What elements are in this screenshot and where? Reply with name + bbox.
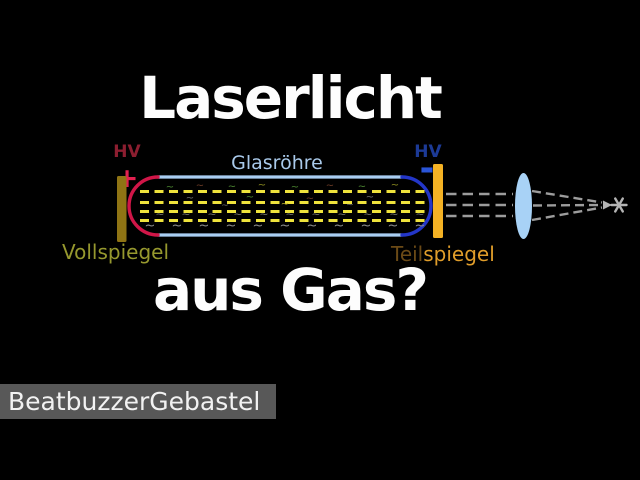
gas-particle-symbol: ~ <box>415 208 424 221</box>
hv-left-label: HV <box>113 142 141 162</box>
main-title: Laserlicht <box>139 64 443 132</box>
gas-particle-symbol: ~ <box>307 219 318 234</box>
gas-particle-symbol: ~ <box>155 208 164 221</box>
converging-ray <box>531 206 603 222</box>
gas-particle-symbol: ~ <box>361 219 372 234</box>
focusing-lens <box>515 173 532 239</box>
gas-particle-symbol: ~ <box>285 208 294 221</box>
gas-particle-symbol: ~ <box>226 219 237 234</box>
gas-particle-symbol: ~ <box>221 201 229 211</box>
hv-right-label: HV <box>414 142 442 162</box>
gas-particle-symbol: ~ <box>358 182 366 193</box>
gas-particle-symbol: ~ <box>291 182 299 193</box>
channel-watermark: BeatbuzzerGebastel <box>0 384 277 419</box>
gas-particle-symbol: ~ <box>281 199 289 210</box>
gas-particle-symbol: ~ <box>363 208 372 221</box>
partial-mirror-label-part1: Teil <box>390 242 423 266</box>
converging-ray <box>531 189 603 204</box>
converging-ray <box>532 203 603 207</box>
partial-mirror-label: Teilspiegel <box>390 242 495 266</box>
gas-particle-symbol: ~ <box>366 192 374 203</box>
gas-particle-symbol: ~ <box>233 208 242 221</box>
laser-beam <box>446 189 628 222</box>
gas-particle-symbol: ~ <box>337 208 346 221</box>
partial-mirror-bar <box>433 164 443 238</box>
gas-particle-symbol: ~ <box>186 193 194 204</box>
glass-tube: ~~~~~~~~~~~~~~~~~~~~~~~~~~~~~~~~~~~~~ <box>127 175 433 237</box>
sub-title: aus Gas? <box>152 256 429 324</box>
gas-particle-symbol: ~ <box>181 208 190 221</box>
gas-particle-symbol: ~ <box>388 219 399 234</box>
focus-arrowhead <box>603 200 612 210</box>
tube-anode-cap <box>127 175 160 237</box>
gas-particle-symbol: ~ <box>145 219 156 234</box>
gas-particle-symbol: ~ <box>258 180 266 191</box>
gas-particle-symbol: ~ <box>326 181 334 192</box>
tube-cathode-cap <box>400 175 433 237</box>
partial-mirror-label-part2: spiegel <box>423 242 495 266</box>
gas-particle-symbol: ~ <box>415 219 426 234</box>
gas-particle-symbol: ~ <box>199 219 210 234</box>
gas-particles: ~~~~~~~~~~~~~~~~~~~~~~~~~~~~~~~~~~~~~ <box>145 180 426 234</box>
gas-particle-symbol: ~ <box>196 181 204 192</box>
gas-particle-symbol: ~ <box>259 208 268 221</box>
glass-tube-label: Glasröhre <box>231 152 323 174</box>
gas-particle-symbol: ~ <box>228 182 236 193</box>
gas-particle-symbol: ~ <box>391 180 399 191</box>
gas-particle-symbol: ~ <box>172 219 183 234</box>
gas-particle-symbol: ~ <box>306 194 314 205</box>
focus-star-icon <box>610 197 628 213</box>
full-mirror-label: Vollspiegel <box>62 240 169 264</box>
gas-particle-symbol: ~ <box>207 208 216 221</box>
full-mirror-bar <box>117 176 127 242</box>
minus-terminal-symbol: - <box>420 148 435 189</box>
gas-particle-symbol: ~ <box>280 219 291 234</box>
gas-particle-symbol: ~ <box>253 219 264 234</box>
gas-particle-symbol: ~ <box>166 182 174 193</box>
gas-particle-symbol: ~ <box>246 192 254 203</box>
gas-particle-symbol: ~ <box>311 208 320 221</box>
gas-particle-symbol: ~ <box>389 208 398 221</box>
gas-particle-symbol: ~ <box>334 219 345 234</box>
gas-particle-symbol: ~ <box>346 201 354 211</box>
